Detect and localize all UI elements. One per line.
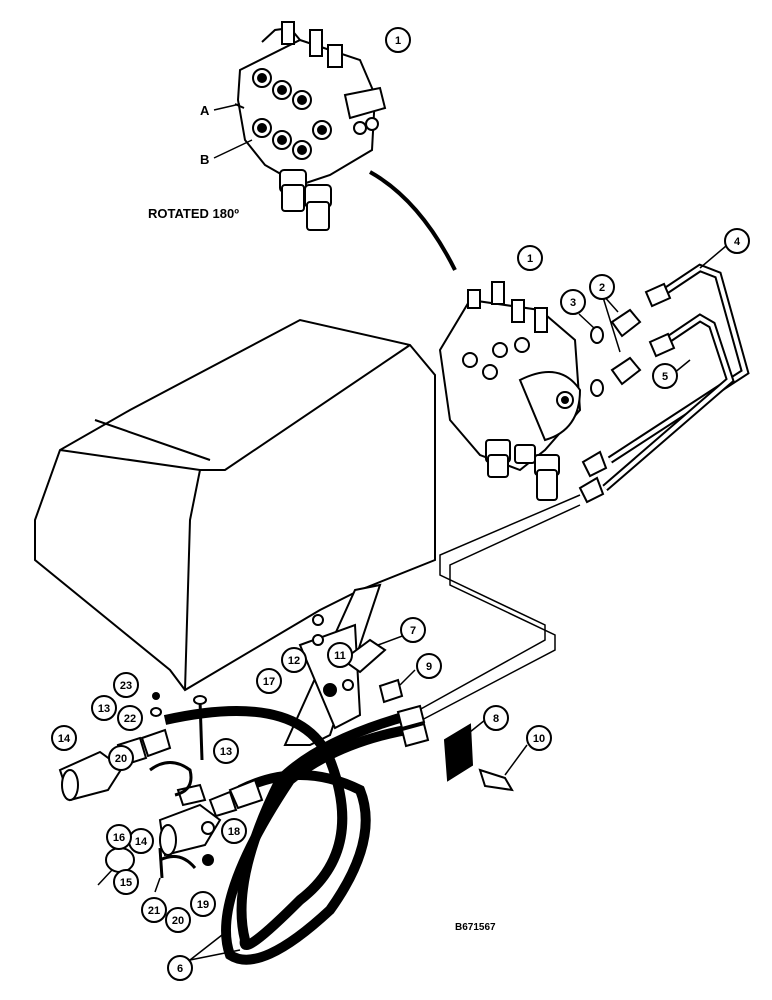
callout-14: 14 xyxy=(128,828,154,854)
callout-10: 10 xyxy=(526,725,552,751)
callout-4: 4 xyxy=(724,228,750,254)
callout-18: 18 xyxy=(221,818,247,844)
callout-number: 13 xyxy=(220,746,232,758)
callout-14: 14 xyxy=(51,725,77,751)
callout-22: 22 xyxy=(117,705,143,731)
callout-number: 10 xyxy=(533,733,545,745)
callout-20: 20 xyxy=(165,907,191,933)
hydraulic-hoses xyxy=(163,706,419,965)
callout-number: 19 xyxy=(197,899,209,911)
callout-20: 20 xyxy=(108,745,134,771)
callout-21: 21 xyxy=(141,897,167,923)
callout-number: 8 xyxy=(493,713,499,725)
callout-number: 11 xyxy=(334,650,346,662)
callout-15: 15 xyxy=(113,869,139,895)
callout-number: 1 xyxy=(395,35,401,47)
callout-13: 13 xyxy=(91,695,117,721)
callout-number: 2 xyxy=(599,282,605,294)
callout-number: 5 xyxy=(662,371,668,383)
callout-23: 23 xyxy=(113,672,139,698)
callout-1: 1 xyxy=(517,245,543,271)
callout-7: 7 xyxy=(400,617,426,643)
callout-number: 14 xyxy=(58,733,71,745)
callout-12: 12 xyxy=(281,647,307,673)
callout-5: 5 xyxy=(652,363,678,389)
leader-line xyxy=(189,934,223,961)
callout-6: 6 xyxy=(167,955,193,981)
leader-line xyxy=(189,949,241,961)
callout-number: 18 xyxy=(228,826,240,838)
callout-number: 20 xyxy=(172,915,184,927)
callout-number: 21 xyxy=(148,905,160,917)
callout-16: 16 xyxy=(106,824,132,850)
callout-8: 8 xyxy=(483,705,509,731)
control-valve-rotated xyxy=(234,21,387,231)
callout-1: 1 xyxy=(385,27,411,53)
hydraulic-tubes xyxy=(602,263,750,492)
adapter-fittings xyxy=(610,308,642,386)
drawing-number: B671567 xyxy=(455,922,496,933)
callout-number: 17 xyxy=(263,676,275,688)
callout-number: 6 xyxy=(177,963,183,975)
callout-number: 13 xyxy=(98,703,110,715)
tank xyxy=(34,318,436,692)
callout-2: 2 xyxy=(589,274,615,300)
callout-number: 20 xyxy=(115,753,127,765)
callout-number: 7 xyxy=(410,625,416,637)
callout-number: 23 xyxy=(120,680,132,692)
callout-13: 13 xyxy=(213,738,239,764)
callout-number: 9 xyxy=(426,661,432,673)
callout-number: 22 xyxy=(124,713,136,725)
callout-17: 17 xyxy=(256,668,282,694)
callout-number: 15 xyxy=(120,877,132,889)
callout-number: 1 xyxy=(527,253,533,265)
callout-3: 3 xyxy=(560,289,586,315)
callout-number: 4 xyxy=(734,236,741,248)
couplings xyxy=(58,728,264,857)
callout-number: 14 xyxy=(135,836,148,848)
callout-11: 11 xyxy=(327,642,353,668)
port-label-b: B xyxy=(200,152,209,167)
callout-9: 9 xyxy=(416,653,442,679)
callout-number: 16 xyxy=(113,832,125,844)
callout-19: 19 xyxy=(190,891,216,917)
port-label-a: A xyxy=(200,103,210,118)
callout-number: 12 xyxy=(288,655,300,667)
callout-group: 1123456789101112131314141516171819202021… xyxy=(51,27,750,981)
callout-number: 3 xyxy=(570,297,576,309)
rotation-note: ROTATED 180º xyxy=(148,206,239,221)
control-valve xyxy=(438,281,582,501)
